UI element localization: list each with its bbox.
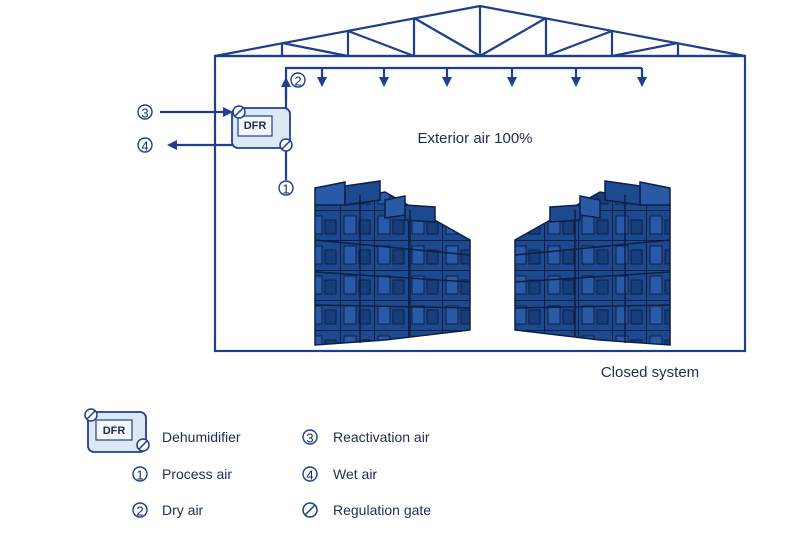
callout-3: 3 (137, 104, 153, 121)
svg-text:Dry air: Dry air (162, 502, 204, 518)
legend-wet-air: 4 Wet air (302, 466, 377, 483)
legend-reactivation-air: 3 Reactivation air (302, 429, 430, 446)
roof-truss (214, 4, 746, 58)
dfr-label: DFR (244, 120, 267, 132)
building-outline (213, 54, 747, 353)
dehumidifier-unit: DFR (231, 105, 293, 152)
svg-text:1: 1 (282, 182, 289, 197)
svg-text:3: 3 (306, 431, 313, 446)
legend-process-air: 1 Process air (132, 466, 232, 483)
svg-text:2: 2 (294, 74, 301, 89)
callout-1: 1 (278, 180, 294, 197)
svg-text:1: 1 (136, 468, 143, 483)
exterior-air-label: Exterior air 100% (417, 130, 532, 147)
legend-dehumidifier: DFR Dehumidifier (84, 408, 241, 453)
svg-text:3: 3 (141, 106, 148, 121)
legend-regulation-gate: Regulation gate (302, 502, 431, 518)
callout-4: 4 (137, 137, 153, 154)
dry-air-duct (281, 66, 642, 180)
regulation-gate-icon (279, 138, 293, 152)
svg-text:4: 4 (141, 139, 148, 154)
legend-dehumidifier-text: Dehumidifier (162, 429, 241, 445)
svg-text:4: 4 (306, 468, 313, 483)
legend: DFR Dehumidifier 1 Process air 2 Dry air… (84, 408, 431, 519)
legend-dfr-label: DFR (103, 425, 126, 437)
regulation-gate-icon (84, 408, 98, 422)
right-rack-cluster (514, 180, 671, 346)
svg-text:Reactivation air: Reactivation air (333, 429, 430, 445)
regulation-gate-icon (302, 502, 318, 518)
svg-text:Regulation gate: Regulation gate (333, 502, 431, 518)
closed-system-label: Closed system (601, 364, 699, 381)
svg-text:Wet air: Wet air (333, 466, 377, 482)
regulation-gate-icon (232, 105, 246, 119)
svg-text:Process air: Process air (162, 466, 232, 482)
callout-2: 2 (290, 72, 306, 89)
regulation-gate-icon (136, 438, 150, 452)
diffuser-arrows (317, 68, 647, 87)
left-rack-cluster (314, 180, 471, 346)
legend-dry-air: 2 Dry air (132, 502, 204, 519)
svg-text:2: 2 (136, 504, 143, 519)
